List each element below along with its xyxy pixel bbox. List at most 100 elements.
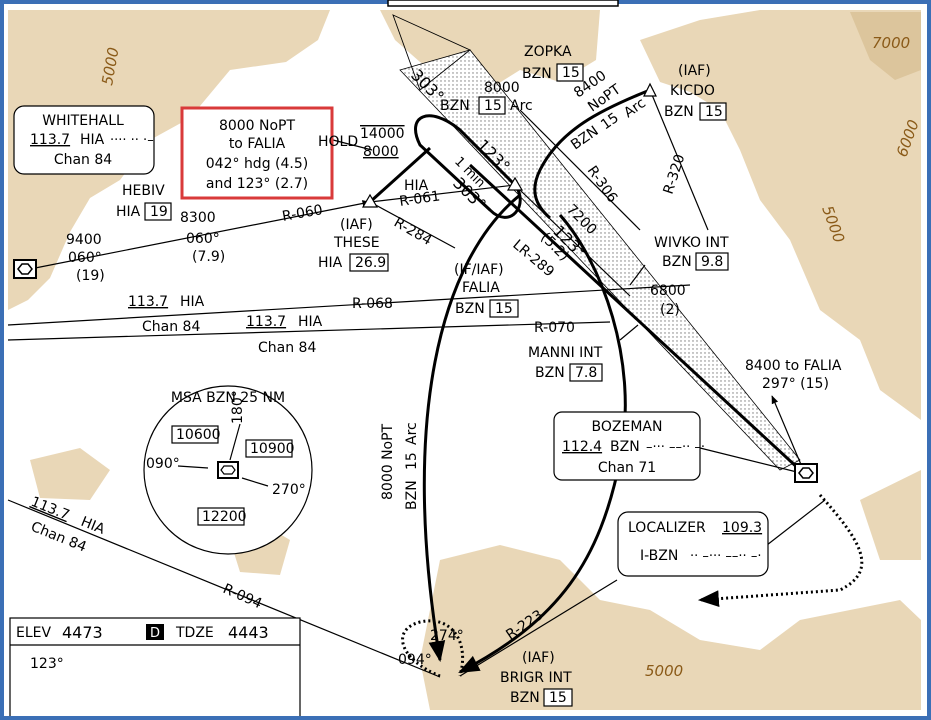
radial-bozeman-box <box>699 447 806 475</box>
terrain-south <box>420 545 921 710</box>
route-r060: R-060 <box>281 202 324 225</box>
brigr-name: BRIGR INT <box>500 670 572 686</box>
whitehall-ident: HIA <box>80 132 105 148</box>
highlight-line: 8000 NoPT <box>219 118 296 134</box>
arc-top-alt: 8000 <box>484 80 520 96</box>
tdze-value: 4443 <box>228 623 269 642</box>
arc-top-dme-box <box>478 96 506 115</box>
hebiv-dme: 19 <box>150 204 168 220</box>
radial-falia-297 <box>771 395 806 475</box>
msa-circle: MSA BZN 25 NM 10600 10900 12200 180° 090… <box>143 385 313 555</box>
msa-sector: 10900 <box>250 441 295 457</box>
hold-label: HOLD <box>318 134 358 150</box>
bozeman-ident: BZN <box>610 439 640 455</box>
localizer-box: LOCALIZER 109.3 I-BZN ·· –··· ––·· –· <box>617 511 769 577</box>
hebiv-name: HEBIV <box>122 183 165 199</box>
wivko-ident: BZN <box>662 254 692 270</box>
final-approach-track <box>468 163 802 472</box>
these-dme-box <box>349 253 389 272</box>
hia1-chan: Chan 84 <box>142 319 200 335</box>
arc-left-alt: 8000 NoPT <box>380 423 396 500</box>
terrain-elev-label: 5000 <box>645 662 683 680</box>
terrain-elev-label: 7000 <box>872 34 910 52</box>
bozeman-chan: Chan 71 <box>598 460 656 476</box>
radial-r061 <box>369 184 516 203</box>
terrain-east <box>640 10 921 420</box>
whitehall-freq: 113.7 <box>30 132 70 148</box>
kicdo-dme-box <box>699 102 727 121</box>
whitehall-name: WHITEHALL <box>42 113 124 129</box>
wivko-dme-box <box>695 252 729 271</box>
top-tab <box>387 0 619 7</box>
wivko-dme: 9.8 <box>701 254 723 270</box>
route-r061: R-061 <box>398 188 441 210</box>
highlight-line: and 123° (2.7) <box>206 176 308 192</box>
falia-ident: BZN <box>455 301 485 317</box>
bozeman-name: BOZEMAN <box>592 419 663 435</box>
elev-label: ELEV <box>16 625 51 641</box>
radial-lr289 <box>519 189 631 297</box>
bozeman-vortac-symbol <box>794 463 818 483</box>
msa-sector: 12200 <box>202 509 247 525</box>
falia-name: FALIA <box>462 280 500 296</box>
route-r068: R-068 <box>352 296 393 312</box>
seg-9400-crs: 060° <box>68 250 102 266</box>
fix-kicdo-triangle <box>643 82 657 97</box>
localizer-ident: I-BZN <box>640 548 678 564</box>
kicdo-dme: 15 <box>705 104 723 120</box>
localizer-name: LOCALIZER <box>628 520 706 536</box>
zopka-name: ZOPKA <box>524 44 572 60</box>
hia2-ident: HIA <box>298 314 323 330</box>
wivko-name: WIVKO INT <box>654 235 729 251</box>
hia1-freq: 113.7 <box>128 294 168 310</box>
fix-these-triangle <box>361 193 379 208</box>
arc-left-arc: Arc <box>404 422 420 445</box>
to-falia-course: 297° (15) <box>762 376 829 392</box>
hia1-ident: HIA <box>180 294 205 310</box>
fix-falia-triangle <box>506 176 524 191</box>
brg-274: 274° <box>430 628 464 644</box>
msa-bearing: 180° <box>230 390 246 424</box>
radial-r094 <box>7 499 441 678</box>
hia2-freq: 113.7 <box>246 314 286 330</box>
bozeman-navaid-box: BOZEMAN 112.4 BZN –··· ––·· –· Chan 71 <box>553 411 705 481</box>
seg-8300-alt: 8300 <box>180 210 216 226</box>
radial-r306 <box>519 109 641 231</box>
terrain-right-patch <box>860 470 921 560</box>
arc-left-dme: 15 <box>404 452 420 470</box>
arc-left-ident: BZN <box>404 480 420 510</box>
hia2-chan: Chan 84 <box>258 340 316 356</box>
leader-highlight <box>332 139 373 151</box>
zopka-ident: BZN <box>522 66 552 82</box>
seg-8300-dist: (7.9) <box>192 249 225 265</box>
msa-bearing: 090° <box>146 456 180 472</box>
radial-loc-box <box>766 499 826 546</box>
zopka-dme-box <box>556 63 584 82</box>
radial-r223 <box>459 579 618 677</box>
seg-9400-dist: (19) <box>76 268 105 284</box>
whitehall-vortac-symbol <box>13 259 37 279</box>
seg-9400-alt: 9400 <box>66 232 102 248</box>
these-ident: HIA <box>318 255 343 271</box>
airport-info-box: ELEV 4473 D TDZE 4443 123° <box>9 617 301 719</box>
to-falia-label: 8400 to FALIA <box>745 358 842 374</box>
highlight-line: to FALIA <box>229 136 286 152</box>
arc-left-falia <box>422 193 521 663</box>
radial-r070 <box>7 321 611 341</box>
whitehall-morse: ···· ·· ·– <box>110 133 154 148</box>
terrain-shading <box>8 10 921 710</box>
arc-top-dme: 15 <box>484 98 502 114</box>
highlight-line: 042° hdg (4.5) <box>206 156 308 172</box>
arc-kicdo <box>533 88 651 220</box>
manni-ident: BZN <box>535 365 565 381</box>
falia-role: (IF/IAF) <box>454 262 504 278</box>
radial-whitehall-hia <box>24 200 371 271</box>
hebiv-dme-box <box>144 202 172 221</box>
brigr-ident: BZN <box>510 690 540 706</box>
brg-094: 094° <box>398 652 432 668</box>
localizer-morse: ·· –··· ––·· –· <box>690 549 761 564</box>
these-role: (IAF) <box>340 217 373 233</box>
hold-alt-max: 14000 <box>360 126 405 142</box>
bozeman-morse: –··· ––·· –· <box>646 440 705 455</box>
